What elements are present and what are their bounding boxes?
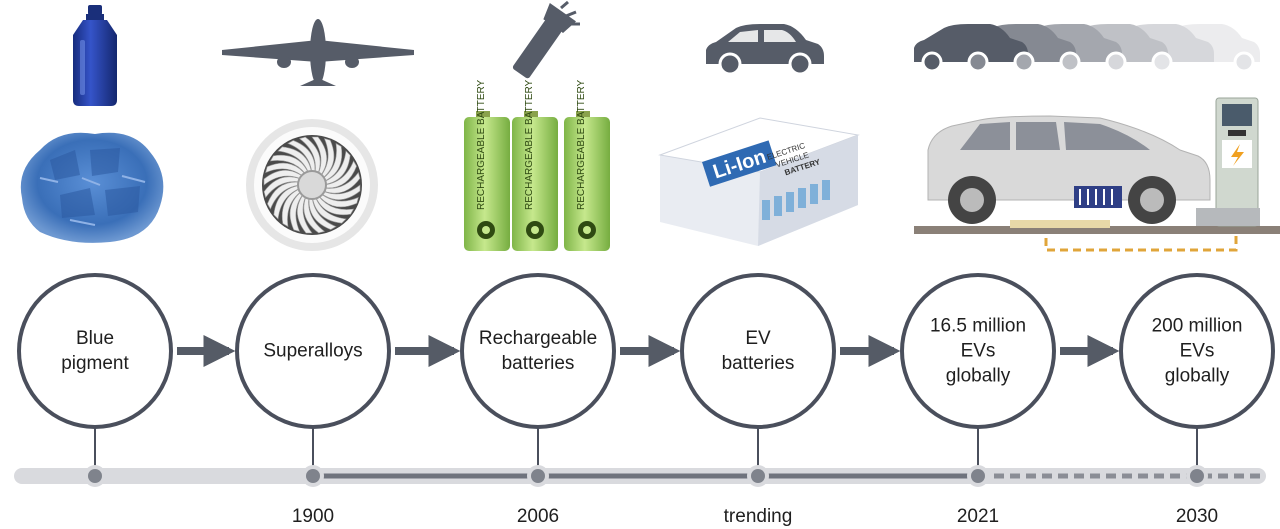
airplane-icon <box>222 19 414 86</box>
node-label-ev-batteries: EV batteries <box>721 328 795 374</box>
node-circle <box>17 273 173 429</box>
year-label-ev-2030: 2030 <box>1175 506 1219 527</box>
timeline-dot <box>306 469 320 483</box>
year-label-ev-batteries: trending <box>723 506 793 527</box>
year-label-superalloys: 1900 <box>291 506 335 527</box>
battery-cells-icon: RECHARGEABLE BATTERY RECHARGEABLE BATTER… <box>464 79 610 251</box>
timeline-dot <box>88 469 102 483</box>
turbine-icon <box>246 119 378 251</box>
car-fleet-icon <box>914 24 1260 73</box>
car-icon <box>706 24 824 76</box>
node-label-ev-2030: 200 million EVs globally <box>1151 315 1243 387</box>
flashlight-icon <box>512 0 580 79</box>
node-circle <box>680 273 836 429</box>
node-label-ev-2021: 16.5 million EVs globally <box>929 315 1027 387</box>
node-circle <box>900 273 1056 429</box>
node-label-rechargeable-batteries: Rechargeable batteries <box>478 328 598 374</box>
ev-charging-icon <box>914 97 1280 252</box>
battery-cell-label-2: RECHARGEABLE BATTERY <box>524 79 535 210</box>
battery-cell-label-3: RECHARGEABLE BATTERY <box>576 79 587 210</box>
bottle-icon <box>73 5 117 106</box>
connectors <box>94 335 1198 476</box>
timeline-axis <box>14 465 1266 487</box>
node-circles <box>17 273 1275 429</box>
battery-cell-label-1: RECHARGEABLE BATTERY <box>476 79 487 210</box>
timeline-dot <box>971 469 985 483</box>
node-label-blue-pigment: Blue pigment <box>61 328 129 374</box>
node-circle <box>235 273 391 429</box>
node-circle <box>460 273 616 429</box>
year-label-rechargeable-batteries: 2006 <box>516 506 560 527</box>
cobalt-powder-icon <box>20 132 164 243</box>
timeline-dot <box>531 469 545 483</box>
year-label-ev-2021: 2021 <box>956 506 1000 527</box>
timeline-dot <box>751 469 765 483</box>
node-circle <box>1119 273 1275 429</box>
timeline-dot <box>1190 469 1204 483</box>
liion-pack-icon: Li-Ion ELECTRIC VEHICLE BATTERY <box>658 117 860 246</box>
node-label-superalloys: Superalloys <box>263 340 363 362</box>
